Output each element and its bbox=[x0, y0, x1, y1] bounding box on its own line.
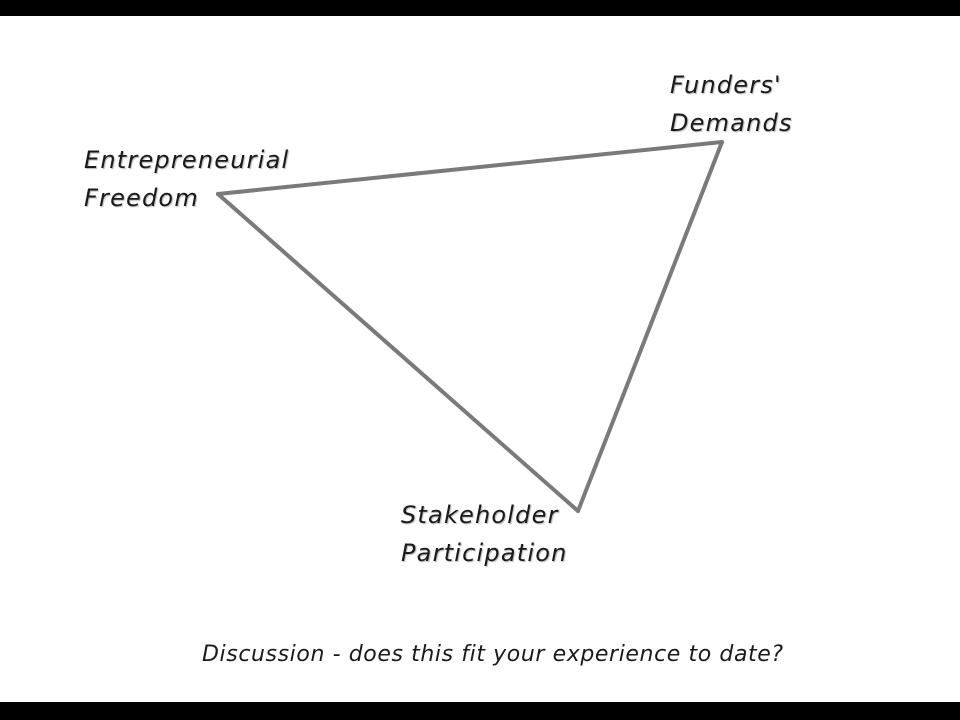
node-label-line: Entrepreneurial bbox=[84, 146, 290, 174]
node-label-line: Freedom bbox=[84, 184, 199, 212]
discussion-caption: Discussion - does this fit your experien… bbox=[202, 642, 784, 667]
node-label-line: Participation bbox=[401, 539, 568, 567]
node-label-line: Stakeholder bbox=[401, 501, 559, 529]
node-label-line: Funders' bbox=[670, 71, 782, 99]
node-funders-demands: Funders' Demands bbox=[670, 66, 793, 142]
edge-funders-stakeholder bbox=[576, 140, 724, 513]
edge-entrepreneurial-funders bbox=[216, 140, 724, 196]
node-stakeholder-participation: Stakeholder Participation bbox=[401, 496, 568, 572]
node-entrepreneurial-freedom: Entrepreneurial Freedom bbox=[84, 141, 289, 217]
slide: Entrepreneurial Freedom Funders' Demands… bbox=[0, 16, 960, 702]
edge-stakeholder-entrepreneurial bbox=[216, 192, 580, 513]
triangle-diagram bbox=[216, 140, 724, 513]
node-label-line: Demands bbox=[670, 109, 793, 137]
